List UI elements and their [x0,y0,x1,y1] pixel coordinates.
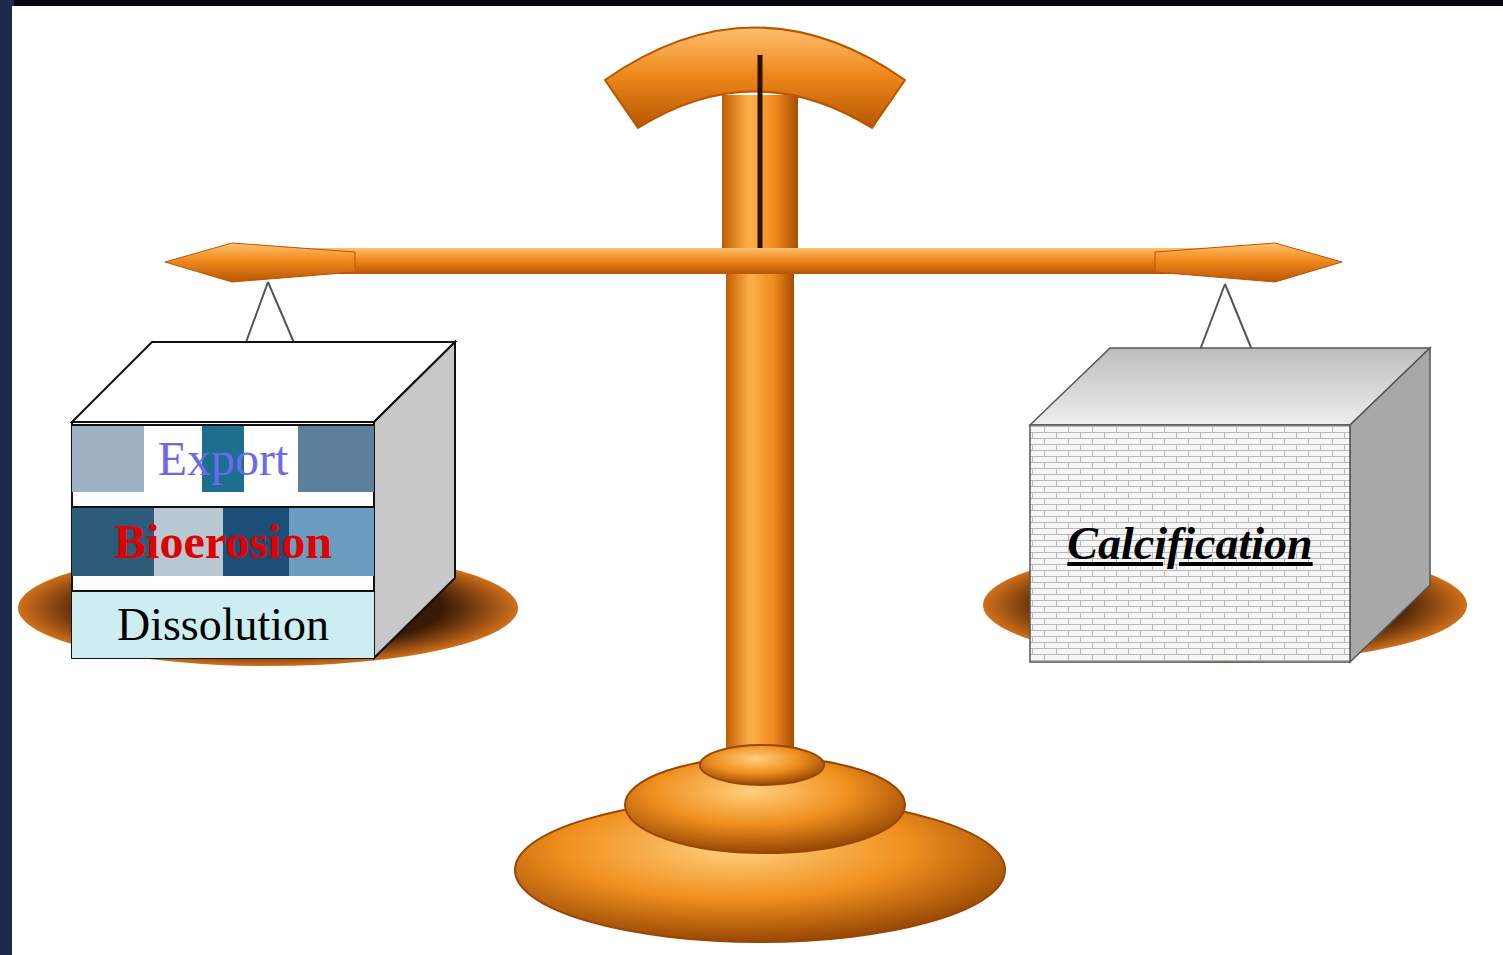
stem-slit [758,55,763,250]
beam-end [165,243,355,282]
pan-string [245,282,295,345]
background [12,6,1503,955]
scale-post [726,262,794,767]
calcification-box: Calcification [1030,425,1350,662]
pan-string [1200,284,1252,350]
cube-side [1350,348,1430,662]
node-label: Calcification [1067,521,1312,567]
beam-end [1155,243,1342,282]
export-band: Export [72,424,374,492]
scale-beam [300,248,1210,274]
bioerosion-band: Bioerosion [72,506,374,576]
node-label: Export [158,435,289,483]
node-label: Dissolution [117,602,329,648]
brick-face [1030,425,1350,662]
frame-strip [0,0,14,955]
cube-front [72,422,374,658]
cube-side [374,342,455,658]
dissolution-band: Dissolution [72,590,374,658]
scale-base-top [700,745,824,785]
node-label: Bioerosion [114,518,332,566]
